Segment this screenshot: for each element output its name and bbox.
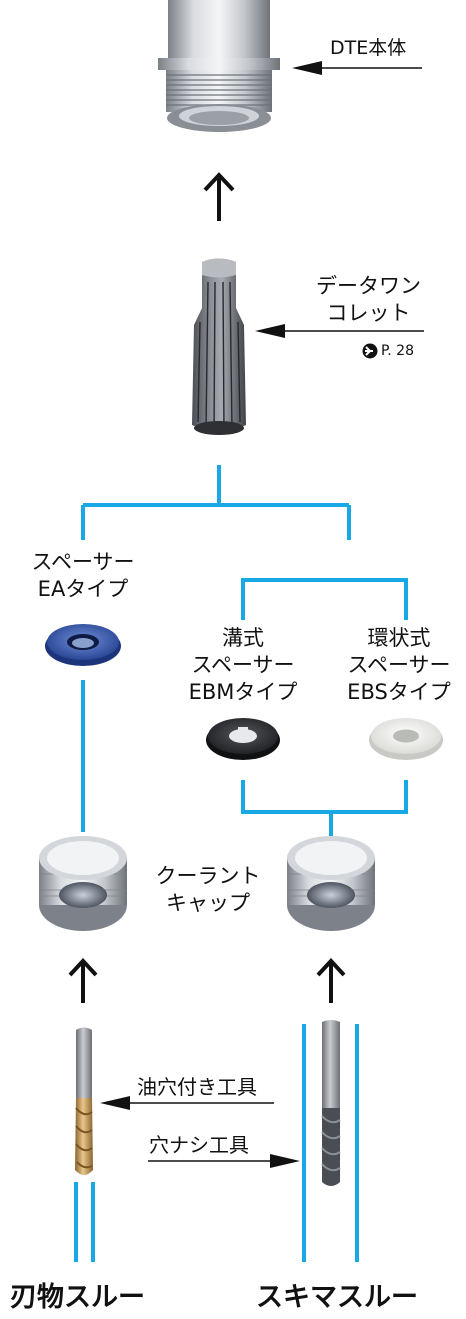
drill-image	[75, 1027, 93, 1175]
spacer-ebs-image	[369, 718, 443, 760]
label-spacer-ea-line1: スペーサー	[31, 550, 135, 574]
dte-body-image	[158, 0, 280, 132]
arrow-up-3	[316, 958, 346, 1003]
label-spacer-ebm-line3: EBMタイプ	[188, 680, 298, 704]
page-reference-link[interactable]: P. 28	[381, 343, 414, 359]
leader-collet	[255, 324, 424, 338]
footer-right-title: スキマスルー	[256, 1282, 418, 1313]
label-spacer-ea: スペーサー EAタイプ	[18, 549, 148, 603]
label-oil-hole-tool: 油穴付き工具	[137, 1075, 257, 1099]
label-dte-body: DTE本体	[330, 37, 407, 59]
label-spacer-ebs-line3: EBSタイプ	[347, 680, 451, 704]
label-collet: データワン コレット	[313, 273, 424, 327]
label-spacer-ebs: 環状式 スペーサー EBSタイプ	[334, 625, 464, 706]
arrow-up-1	[203, 172, 235, 221]
collet-image	[192, 258, 246, 435]
coolant-cap-right-image	[287, 836, 375, 931]
connector-lines	[74, 465, 408, 1262]
label-no-hole-tool: 穴ナシ工具	[149, 1133, 249, 1157]
leader-dte-body	[292, 61, 422, 75]
label-coolant-cap: クーラント キャップ	[142, 863, 274, 917]
label-collet-line2: コレット	[326, 301, 411, 325]
label-collet-line1: データワン	[316, 274, 421, 298]
label-spacer-ebm-line2: スペーサー	[191, 653, 295, 677]
label-spacer-ebm: 溝式 スペーサー EBMタイプ	[178, 625, 308, 706]
spacer-ebm-image	[206, 718, 280, 760]
footer-left-title: 刃物スルー	[10, 1282, 145, 1313]
spacer-ea-image	[45, 624, 121, 666]
label-spacer-ea-line2: EAタイプ	[37, 577, 129, 601]
coolant-cap-left-image	[39, 836, 127, 931]
arrow-right-circle-icon	[362, 343, 378, 359]
end-mill-image	[321, 1020, 341, 1186]
label-spacer-ebs-line2: スペーサー	[347, 653, 451, 677]
label-spacer-ebs-line1: 環状式	[367, 626, 431, 650]
arrow-up-2	[68, 958, 98, 1003]
leader-oil-tool	[100, 1096, 274, 1110]
leader-nohole-tool	[148, 1154, 300, 1168]
label-coolant-cap-line1: クーラント	[155, 864, 261, 888]
label-coolant-cap-line2: キャップ	[166, 891, 250, 915]
label-spacer-ebm-line1: 溝式	[222, 626, 264, 650]
